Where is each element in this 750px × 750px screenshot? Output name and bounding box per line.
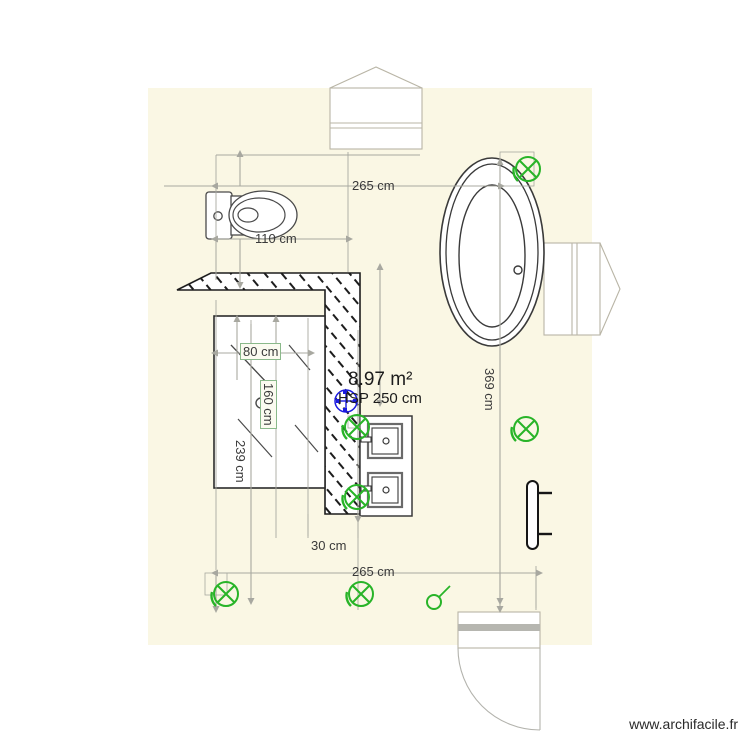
fixture-bathtub[interactable] — [439, 157, 545, 347]
electrical-symbols[interactable] — [210, 156, 541, 610]
light-vanity-lower[interactable] — [341, 484, 370, 510]
fixture-toilet[interactable] — [205, 190, 298, 240]
fixture-towel-radiator[interactable] — [526, 480, 552, 550]
hsp-anchor-marker[interactable] — [334, 389, 358, 413]
light-vanity-upper[interactable] — [341, 414, 370, 440]
light-bottom-left[interactable] — [210, 581, 239, 607]
window-top[interactable] — [329, 66, 423, 150]
window-right[interactable] — [543, 242, 621, 336]
light-bottom-mid[interactable] — [345, 581, 374, 607]
door-bottom[interactable] — [457, 611, 541, 731]
site-watermark: www.archifacile.fr — [629, 716, 738, 732]
switch-bottom[interactable] — [426, 585, 451, 610]
light-mid-right[interactable] — [510, 416, 539, 442]
light-top-right[interactable] — [512, 156, 541, 182]
